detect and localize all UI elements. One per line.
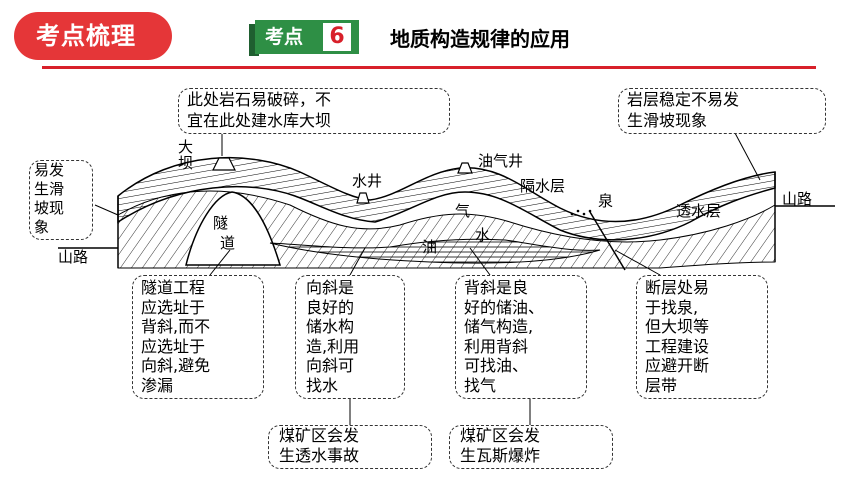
dam-label-1: 大 xyxy=(178,138,193,156)
tunnel-label-1: 隧 xyxy=(213,214,228,232)
section-tag: 考点梳理 xyxy=(14,12,172,60)
callout-syncline: 向斜是 良好的 储水构 造,利用 向斜可 找水 xyxy=(295,275,405,399)
callout-coal-water: 煤矿区会发 生透水事故 xyxy=(268,425,432,469)
callout-anticline-line2: 好的储油、 xyxy=(464,297,545,317)
callout-anticline-line6: 找气 xyxy=(464,375,497,395)
callout-syncline-line3: 储水构 xyxy=(306,317,355,336)
callout-dam-line2: 宜在此处建水库大坝 xyxy=(187,111,332,130)
badge-number: 6 xyxy=(323,23,351,51)
spring-label: 泉 xyxy=(598,192,613,210)
oil-gas-well-label: 油气井 xyxy=(478,152,523,170)
callout-syncline-line5: 向斜可 xyxy=(306,356,355,375)
callout-dam: 此处岩石易破碎，不 宜在此处建水库大坝 xyxy=(178,88,450,134)
badge-shadow xyxy=(249,24,259,56)
callout-landslide-line3: 坡现 xyxy=(34,199,65,217)
callout-anticline-line1: 背斜是良 xyxy=(464,278,529,297)
callout-anticline: 背斜是良 好的储油、 储气构造, 利用背斜 可找油、 找气 xyxy=(455,275,587,399)
dam-icon xyxy=(212,157,236,171)
fault-line xyxy=(589,211,626,271)
callout-fault-line5: 应避开断 xyxy=(645,356,710,375)
right-road-label: 山路 xyxy=(782,190,812,208)
reservoir-layer xyxy=(269,238,601,264)
callout-coal-gas: 煤矿区会发 生瓦斯爆炸 xyxy=(449,425,613,469)
callout-coal-water-line2: 生透水事故 xyxy=(279,446,360,465)
callout-fault-line3: 但大坝等 xyxy=(645,317,710,336)
callout-fault: 断层处易 于找泉, 但大坝等 工程建设 应避开断 层带 xyxy=(636,275,768,399)
oil-label: 油 xyxy=(422,238,437,256)
callout-landslide-line4: 象 xyxy=(34,218,50,236)
callout-anticline-line4: 利用背斜 xyxy=(464,336,529,356)
leader-lines xyxy=(94,132,761,425)
callout-stable-strata: 岩层稳定不易发 生滑坡现象 xyxy=(618,88,826,134)
callout-coal-water-line1: 煤矿区会发 xyxy=(279,426,360,445)
callout-tunnel-line6: 渗漏 xyxy=(141,375,174,395)
callout-anticline-line5: 可找油、 xyxy=(464,356,529,375)
callout-tunnel-line2: 应选址于 xyxy=(141,297,206,317)
callout-syncline-line2: 良好的 xyxy=(306,297,355,317)
spring-icon xyxy=(570,209,592,216)
dam-label-2: 坝 xyxy=(178,154,193,172)
callout-coal-gas-line1: 煤矿区会发 xyxy=(460,426,541,445)
callout-syncline-line6: 找水 xyxy=(306,375,339,395)
callout-coal-gas-line2: 生瓦斯爆炸 xyxy=(460,446,541,465)
topic-badge: 考点 6 xyxy=(249,20,359,56)
callout-fault-line2: 于找泉, xyxy=(645,297,699,317)
callout-stable-line2: 生滑坡现象 xyxy=(627,111,708,130)
callout-tunnel-line3: 背斜,而不 xyxy=(141,317,211,336)
water-label: 水 xyxy=(475,226,490,244)
callout-fault-line4: 工程建设 xyxy=(645,336,710,356)
tunnel-mound xyxy=(185,191,282,266)
callout-stable-line1: 岩层稳定不易发 xyxy=(627,90,740,109)
callout-tunnel-line4: 应选址于 xyxy=(141,336,206,356)
callout-syncline-line1: 向斜是 xyxy=(306,278,355,297)
well-label: 水井 xyxy=(352,172,382,190)
oil-gas-well-icon xyxy=(457,162,473,174)
left-road-label: 山路 xyxy=(58,248,88,266)
callout-landslide: 易发 生滑 坡现 象 xyxy=(29,160,93,240)
callout-fault-line1: 断层处易 xyxy=(645,278,710,297)
callout-fault-line6: 层带 xyxy=(645,375,678,395)
callout-tunnel-line1: 隧道工程 xyxy=(141,278,206,297)
aquiclude-label: 隔水层 xyxy=(520,177,565,195)
callout-dam-line1: 此处岩石易破碎，不 xyxy=(187,90,332,109)
gas-label: 气 xyxy=(455,202,470,220)
callout-landslide-line2: 生滑 xyxy=(34,180,65,198)
well-icon xyxy=(356,192,370,204)
tunnel-label-2: 道 xyxy=(220,234,235,252)
callout-tunnel-line5: 向斜,避免 xyxy=(141,356,211,375)
aquifer-label: 透水层 xyxy=(676,202,721,220)
title-divider xyxy=(42,66,816,69)
page-title: 地质构造规律的应用 xyxy=(390,27,570,51)
callout-landslide-line1: 易发 xyxy=(34,161,65,179)
callout-anticline-line3: 储气构造, xyxy=(464,317,534,336)
callout-tunnel: 隧道工程 应选址于 背斜,而不 应选址于 向斜,避免 渗漏 xyxy=(132,275,264,399)
callout-syncline-line4: 造,利用 xyxy=(306,336,360,356)
badge-label: 考点 xyxy=(265,26,304,48)
